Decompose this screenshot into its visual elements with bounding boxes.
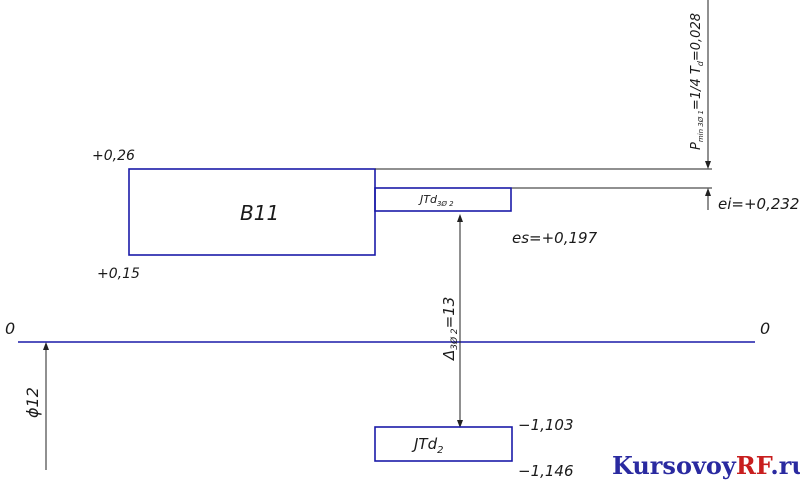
b11-field	[128, 168, 376, 256]
b11-lower-deviation: +0,15	[97, 266, 140, 282]
b11-upper-deviation: +0,26	[92, 148, 135, 164]
itd2-upper-value: −1,103	[518, 416, 574, 434]
zero-label-right: 0	[760, 319, 770, 338]
watermark-logo: KursovoyRF.ru	[612, 451, 800, 480]
pmin-label: Pmin 3Ø 1=1/4 Td=0,028	[689, 13, 705, 150]
itd2-lower-value: −1,146	[518, 462, 574, 480]
itd2-label: JTd2	[411, 435, 443, 456]
itd-small-label: JTd3Ø 2	[418, 193, 454, 208]
es-label: es=+0,197	[512, 229, 598, 247]
diameter-label: ϕ12	[23, 387, 42, 418]
itd2-field	[374, 426, 513, 462]
zero-label-left: 0	[5, 319, 15, 338]
ei-label: ei=+0,232	[718, 195, 799, 213]
itd-small-field	[374, 187, 512, 212]
delta-label: Δ3Ø 2=13	[440, 297, 460, 361]
b11-name: B11	[240, 201, 279, 225]
